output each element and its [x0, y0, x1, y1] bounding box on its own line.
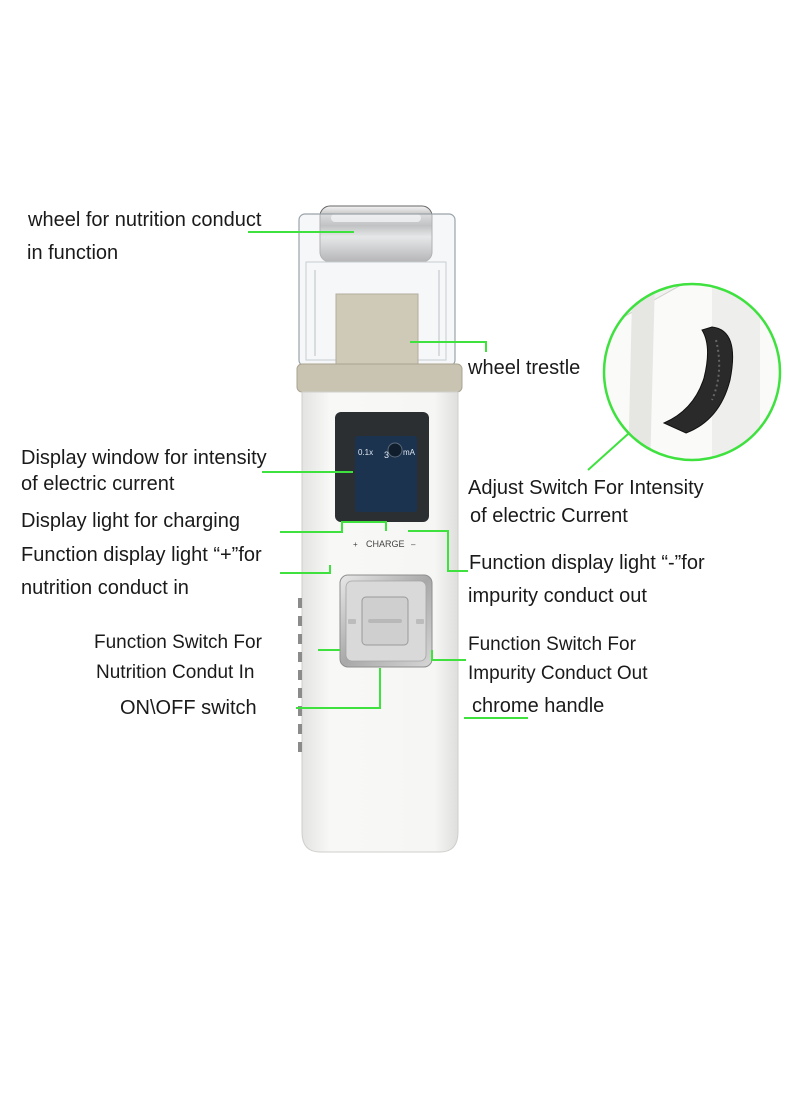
- lcd-unit: mA: [403, 448, 416, 457]
- label-wheel-nutrition-line1: wheel for nutrition conduct: [28, 209, 262, 231]
- nutrition-function-switch[interactable]: [348, 619, 356, 624]
- label-plus-light-line2: nutrition conduct in: [21, 577, 189, 599]
- label-display-window-line1: Display window for intensity: [21, 447, 267, 469]
- label-display-light-charging: Display light for charging: [21, 510, 240, 532]
- label-minus-light-line2: impurity conduct out: [468, 585, 647, 607]
- label-display-window-line2: of electric current: [21, 473, 175, 495]
- leader-lines: [248, 231, 629, 719]
- label-wheel-nutrition-line2: in function: [27, 242, 119, 264]
- label-chrome-handle: chrome handle: [472, 695, 605, 717]
- label-switch-nutrition-line2: Nutrition Condut In: [96, 662, 255, 683]
- label-switch-nutrition-line1: Function Switch For: [94, 632, 262, 653]
- minus-light-symbol: –: [411, 540, 416, 549]
- label-on-off-switch: ON\OFF switch: [120, 697, 257, 719]
- adjust-switch-zoom: [602, 282, 782, 462]
- lcd-value: 3: [384, 450, 389, 460]
- adjust-intensity-switch[interactable]: [662, 326, 734, 434]
- lcd-scale: 0.1x: [358, 448, 373, 457]
- lcd-indicator: [387, 442, 403, 458]
- label-adjust-switch-line1: Adjust Switch For Intensity: [468, 477, 704, 499]
- label-switch-impurity-line1: Function Switch For: [468, 634, 636, 655]
- side-grip-ridges: [298, 598, 302, 752]
- label-plus-light-line1: Function display light “+”for: [21, 544, 262, 566]
- label-switch-impurity-line2: Impurity Conduct Out: [468, 663, 648, 684]
- plus-light-symbol: +: [353, 540, 358, 549]
- impurity-function-switch[interactable]: [416, 619, 424, 624]
- label-minus-light-line1: Function display light “-”for: [469, 552, 705, 574]
- wheel-trestle: [335, 293, 419, 367]
- charge-label: CHARGE: [366, 539, 405, 549]
- label-wheel-trestle: wheel trestle: [468, 357, 581, 379]
- lcd-screen: [355, 436, 417, 512]
- trestle-collar: [296, 363, 463, 393]
- label-adjust-switch-line2: of electric Current: [470, 505, 628, 527]
